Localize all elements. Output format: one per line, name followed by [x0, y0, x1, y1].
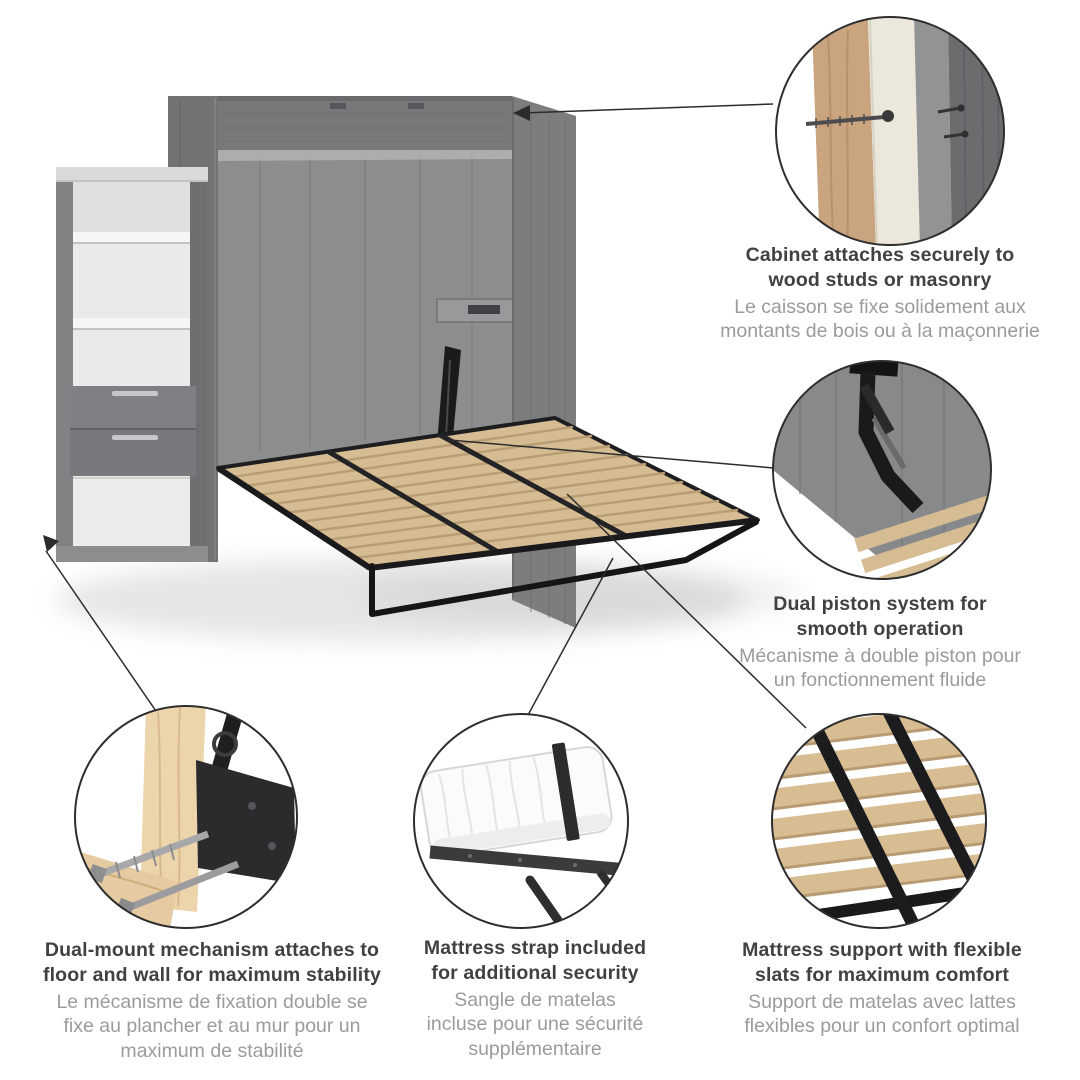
text-line: slats for maximum comfort	[754, 963, 1010, 986]
callout-dual-piston-text: Dual piston system for smooth operation …	[717, 592, 1043, 693]
floor-mount-detail-icon	[74, 705, 298, 929]
text-line: smooth operation	[796, 617, 964, 640]
slats-detail-icon	[771, 713, 987, 929]
text-line: Support de matelas avec lattes	[748, 990, 1016, 1013]
callout-title-fr: Le caisson se fixe solidement aux montan…	[713, 295, 1047, 345]
callout-cabinet-mount-text: Cabinet attaches securely to wood studs …	[713, 243, 1047, 344]
text-line: fixe au plancher et au mur pour un	[63, 1015, 361, 1038]
callout-title-en: Dual piston system for smooth operation	[717, 592, 1043, 642]
floor-shadow	[55, 558, 800, 642]
callout-lines	[45, 103, 807, 729]
arrow-to-cabinet-top	[513, 105, 530, 121]
text-line: incluse pour une sécurité	[426, 1013, 644, 1036]
text-line: Dual piston system for	[773, 593, 987, 615]
callout-title-en: Mattress support with flexible slats for…	[705, 938, 1059, 988]
text-line: for additional security	[431, 961, 639, 984]
text-line: Mattress strap included	[423, 937, 647, 959]
callout-flexible-slats-text: Mattress support with flexible slats for…	[705, 938, 1059, 1039]
callout-title-fr: Le mécanisme de fixation double se fixe …	[28, 990, 396, 1064]
wall-stud-detail-icon	[775, 16, 1005, 246]
text-line: wood studs or masonry	[768, 268, 992, 291]
callout-title-en: Mattress strap included for additional s…	[395, 936, 675, 986]
text-line: Le caisson se fixe solidement aux	[734, 295, 1026, 318]
mattress-strap-detail-icon	[413, 713, 629, 929]
text-line: Dual-mount mechanism attaches to	[44, 939, 380, 961]
text-line: Mattress support with flexible	[742, 939, 1022, 961]
text-line: Mécanisme à double piston pour	[739, 644, 1021, 667]
callout-title-en: Dual-mount mechanism attaches to floor a…	[28, 938, 396, 988]
text-line: supplémentaire	[468, 1038, 602, 1060]
text-line: montants de bois ou à la maçonnerie	[720, 320, 1040, 343]
callout-title-en: Cabinet attaches securely to wood studs …	[713, 243, 1047, 293]
text-line: Le mécanisme de fixation double se	[56, 990, 368, 1013]
arrow-to-base	[43, 535, 59, 552]
piston-detail-icon	[772, 360, 992, 580]
text-line: maximum de stabilité	[120, 1040, 304, 1062]
text-line: Cabinet attaches securely to	[745, 244, 1015, 266]
text-line: floor and wall for maximum stability	[42, 963, 382, 986]
callout-title-fr: Sangle de matelas incluse pour une sécur…	[395, 988, 675, 1062]
callout-mattress-strap-text: Mattress strap included for additional s…	[395, 936, 675, 1062]
side-shelving-unit	[56, 167, 208, 562]
text-line: Sangle de matelas	[454, 988, 616, 1011]
text-line: un fonctionnement fluide	[773, 669, 987, 692]
callout-title-fr: Support de matelas avec lattes flexibles…	[705, 990, 1059, 1040]
text-line: flexibles pour un confort optimal	[744, 1015, 1020, 1038]
callout-title-fr: Mécanisme à double piston pour un foncti…	[717, 644, 1043, 694]
callout-dual-mount-text: Dual-mount mechanism attaches to floor a…	[28, 938, 396, 1064]
